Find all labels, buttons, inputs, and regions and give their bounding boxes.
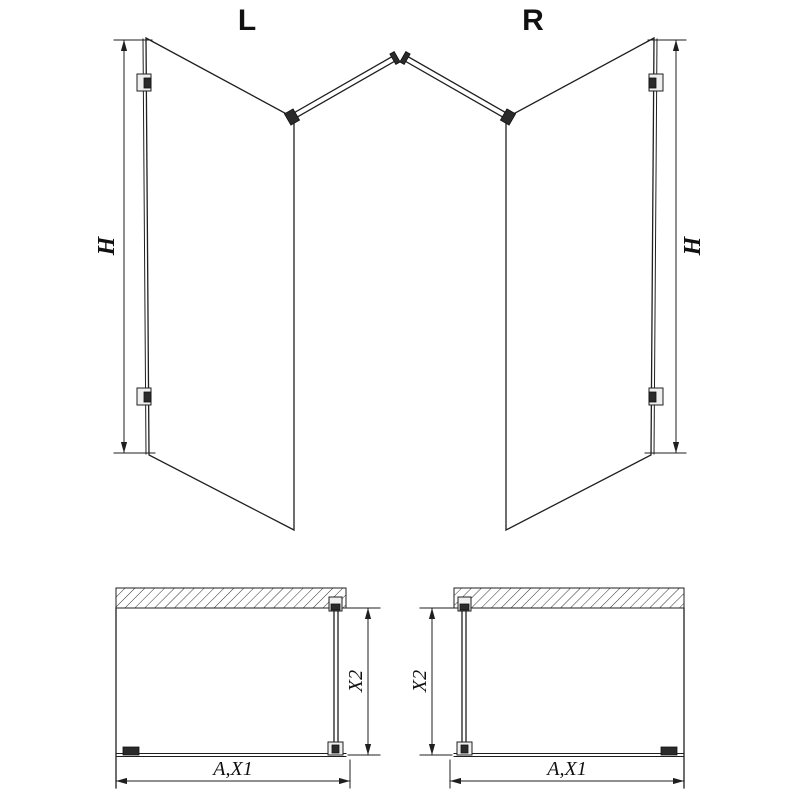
left-wall-bracket-bottom [136,387,152,406]
left-plan-glass-panel [115,753,347,757]
right-wall-bracket-top [648,73,664,92]
left-wall-bracket-bottom-clamp [143,391,152,403]
left-plan-depth-arrow-top [364,608,372,619]
right-height-arrow-bottom [672,442,680,453]
left-plan-depth-label: X2 [345,670,367,693]
left-plan-width-dimension: A,X1 [115,758,351,789]
left-height-label: H [94,235,120,256]
right-plan-bar-wall-mount [457,596,472,612]
right-plan-view: X2 A,X1 [409,587,685,789]
left-plan-view: X2 A,X1 [115,587,381,789]
left-plan-bar-wall-mount-clamp [330,603,341,611]
right-plan-stabilizer-bar [461,607,467,748]
right-height-label: H [680,235,706,256]
left-plan-depth-arrow-bottom [364,744,372,755]
right-plan-width-arrow-right [673,777,684,785]
right-plan-depth-arrow-top [428,608,436,619]
left-plan-bar-glass-clamp [327,741,344,756]
left-height-arrow-bottom [120,442,128,453]
right-plan-depth-arrow-bottom [428,744,436,755]
right-height-arrow-top [672,40,680,51]
right-glass-edge-thickness-line [653,38,658,455]
left-height-dimension: H [94,39,156,454]
left-plan-width-arrow-right [339,777,350,785]
right-plan-width-dimension: A,X1 [449,758,685,789]
right-plan-depth-label: X2 [409,670,431,693]
left-bar-wall-cap [389,51,401,65]
left-plan-width-label: A,X1 [211,758,252,780]
left-plan-bar-glass-clamp-center [331,744,340,754]
right-glass-panel [505,36,655,532]
left-stabilizer-bar [283,51,401,126]
right-plan-width-arrow-left [450,777,461,785]
left-plan-depth-dimension: X2 [343,607,381,756]
right-plan-bar-wall-mount-clamp [459,603,470,611]
right-wall-bracket-bottom-clamp [648,391,657,403]
right-bar-wall-cap [399,51,411,65]
right-stabilizer-bar-body [402,54,511,121]
left-plan-width-arrow-left [116,777,127,785]
right-plan-wall-profile [660,746,678,756]
left-wall-bracket-top-clamp [143,77,152,89]
right-elevation-view: R H [399,4,706,532]
left-variant-label: L [238,4,256,37]
right-wall-bracket-bottom [648,387,664,406]
left-plan-bar-wall-mount [328,596,343,612]
left-wall-bracket-top [136,73,152,92]
right-height-dimension: H [644,39,706,454]
right-bar-glass-clamp [499,108,517,126]
left-stabilizer-bar-body [289,54,398,121]
left-plan-stabilizer-bar [333,607,339,748]
left-glass-edge-thickness-line [142,38,147,455]
right-variant-label: R [522,4,544,37]
right-stabilizer-bar [399,51,517,126]
right-plan-bar-glass-clamp [456,741,473,756]
left-plan-wall-hatch [115,587,347,609]
right-plan-depth-dimension: X2 [409,607,457,756]
right-plan-bar-glass-clamp-center [460,744,469,754]
right-wall-bracket-top-clamp [648,77,657,89]
left-plan-wall-profile [122,746,140,756]
left-glass-panel [145,36,295,532]
right-plan-wall-hatch [453,587,685,609]
left-height-arrow-top [120,40,128,51]
left-bar-glass-clamp [283,108,301,126]
right-plan-glass-panel [453,753,685,757]
right-plan-width-label: A,X1 [545,758,586,780]
left-elevation-view: L H [94,4,401,532]
